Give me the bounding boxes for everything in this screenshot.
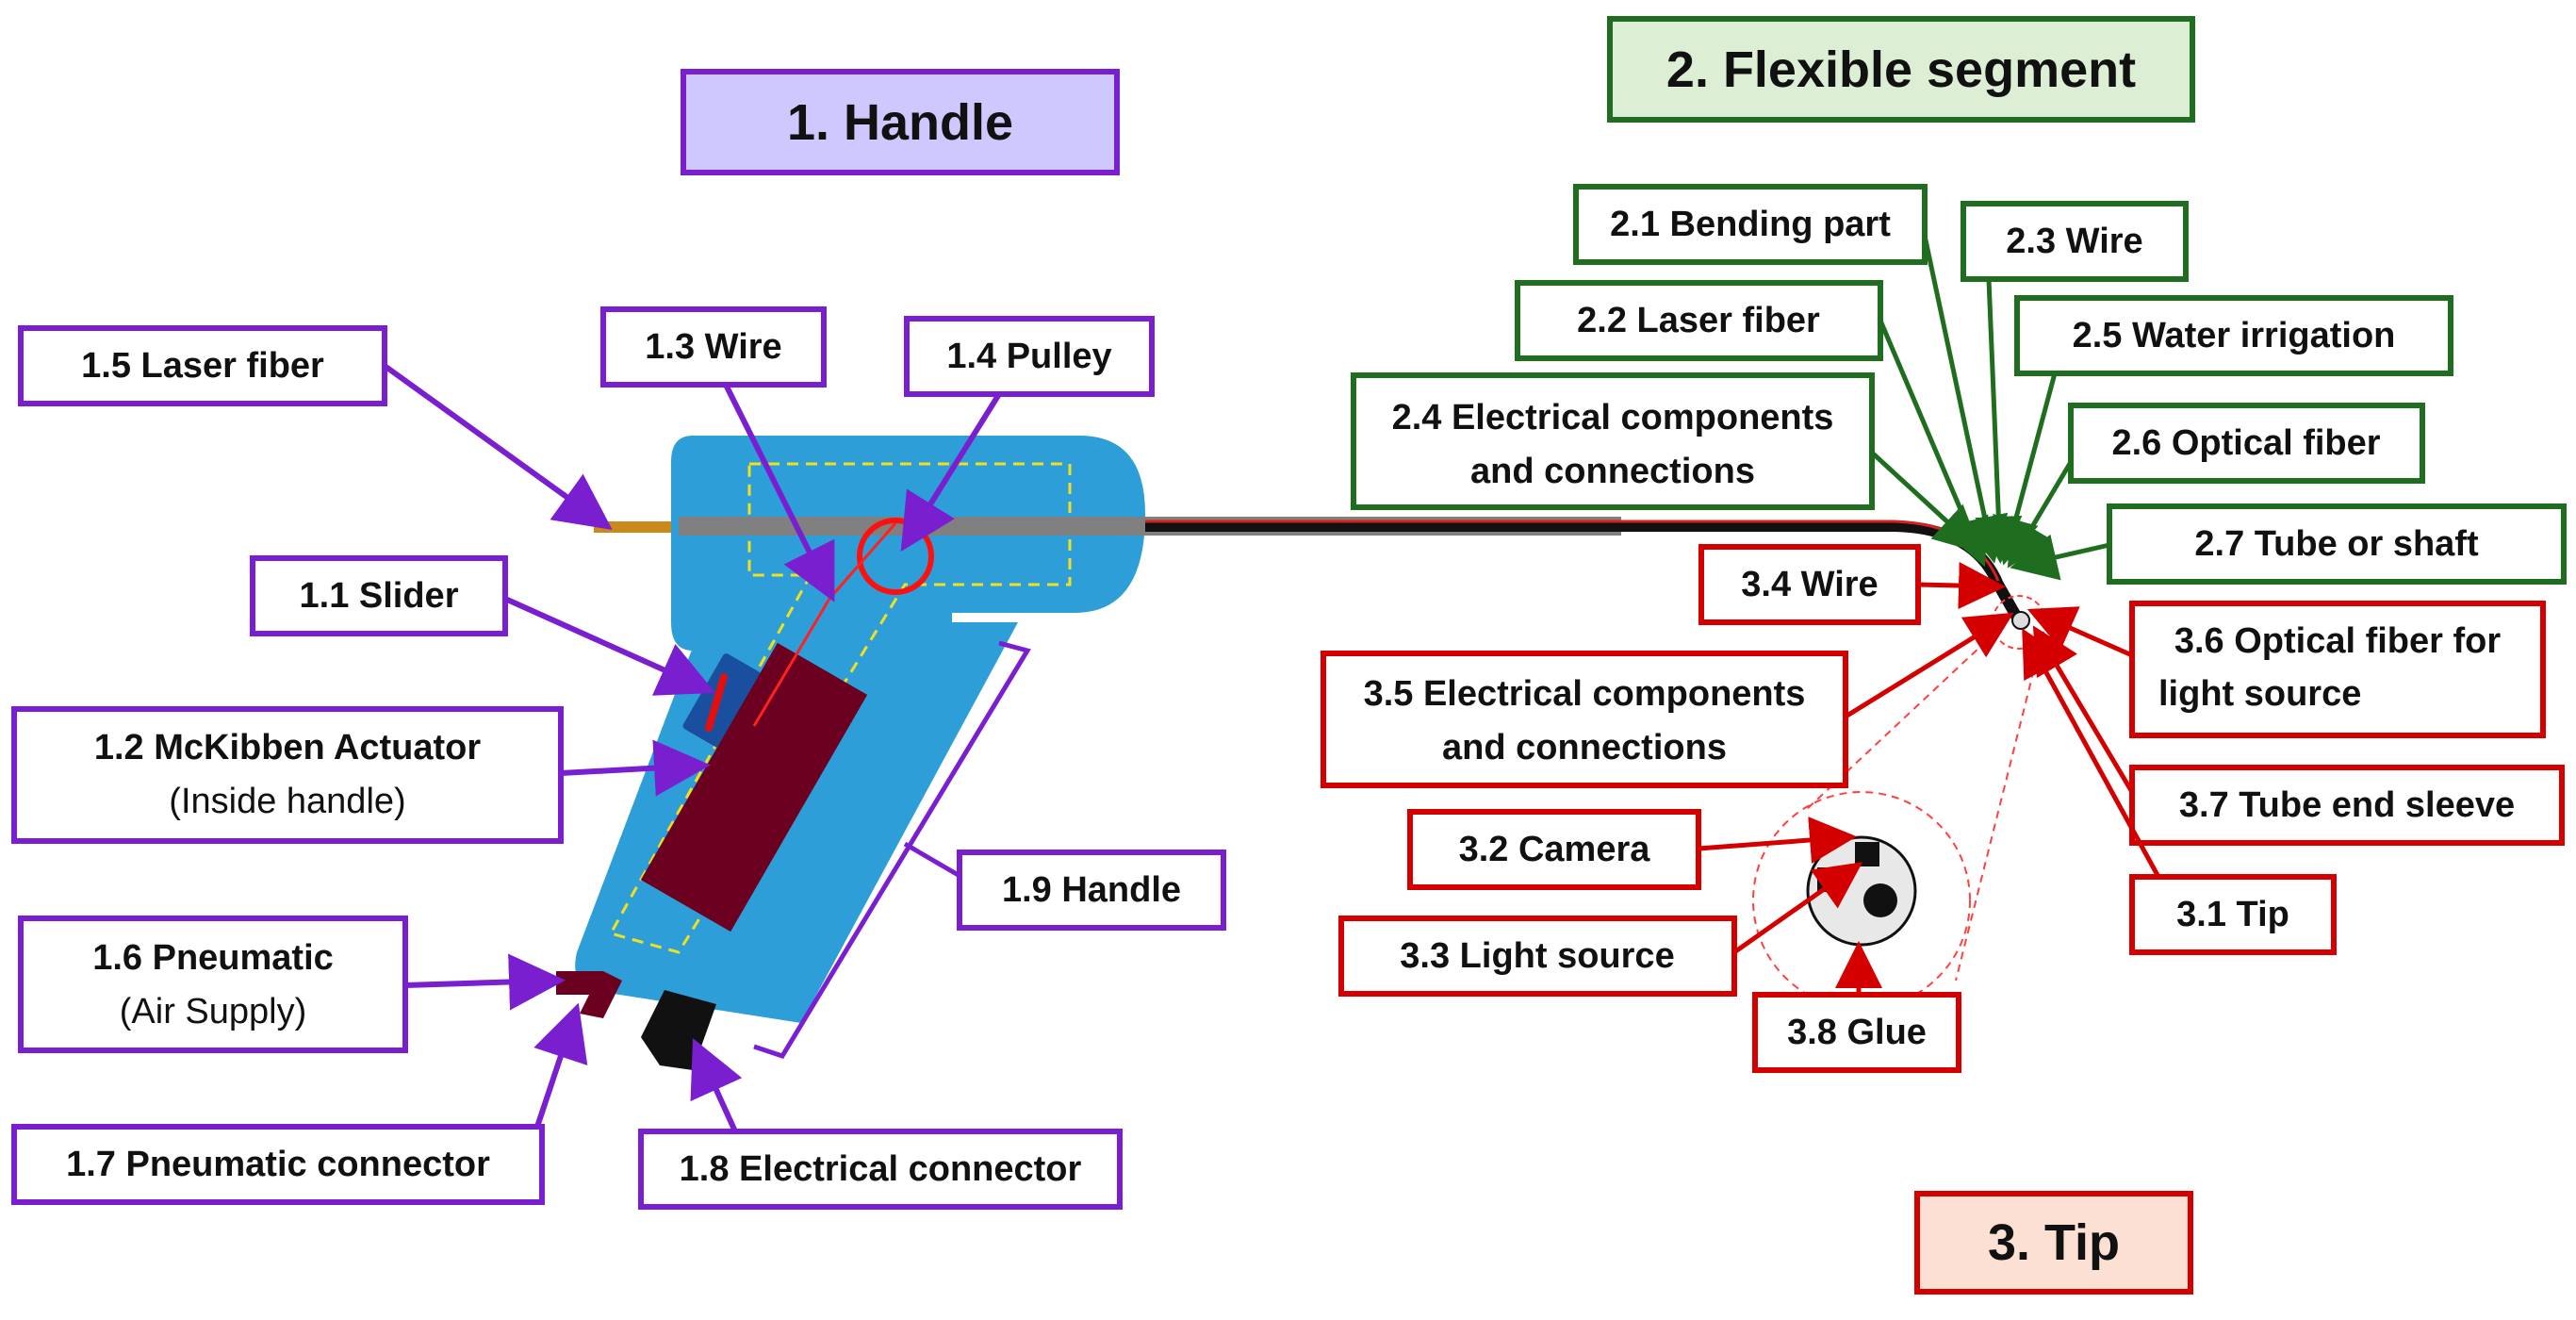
svg-text:2.3 Wire: 2.3 Wire [2006, 222, 2142, 261]
handle-barrel [671, 436, 1145, 651]
pulley [857, 518, 934, 595]
svg-text:3.4 Wire: 3.4 Wire [1741, 565, 1878, 604]
label-pneumatic: 1.6 Pneumatic (Air Supply) [18, 916, 408, 1053]
arrow-bending [1922, 235, 2009, 564]
svg-text:3.7 Tube end sleeve: 3.7 Tube end sleeve [2179, 785, 2515, 825]
light-source-dot [1863, 883, 1897, 917]
label-wire-2-3: 2.3 Wire [1961, 201, 2189, 282]
header-tip: 3. Tip [1914, 1191, 2193, 1295]
label-slider: 1.1 Slider [250, 555, 508, 636]
inner-dashed-outline [608, 462, 1072, 954]
svg-text:(Inside handle): (Inside handle) [169, 782, 405, 821]
label-electrical-connector: 1.8 Electrical connector [638, 1129, 1123, 1210]
svg-text:3.2 Camera: 3.2 Camera [1459, 830, 1651, 869]
arrow-pulley [900, 392, 1002, 553]
handle-wire [828, 522, 897, 600]
label-mckibben: 1.2 McKibben Actuator (Inside handle) [11, 706, 564, 844]
slider-body [682, 653, 762, 748]
label-camera: 3.2 Camera [1407, 809, 1701, 890]
svg-text:3.5 Electrical components: 3.5 Electrical components [1364, 674, 1806, 714]
label-bending-part: 2.1 Bending part [1573, 184, 1928, 265]
arrow-slider [503, 596, 715, 696]
camera-square-2 [1855, 842, 1879, 866]
label-optical-3-6: 3.6 Optical fiber for light source [2129, 601, 2546, 738]
svg-text:2.2 Laser fiber: 2.2 Laser fiber [1577, 301, 1820, 340]
label-handle-1-9: 1.9 Handle [957, 850, 1226, 931]
zoom-line-2 [1955, 631, 2044, 982]
svg-text:2.7 Tube or shaft: 2.7 Tube or shaft [2194, 524, 2479, 564]
arrow-sleeve [2032, 625, 2135, 794]
arrow-laser-fiber [383, 363, 613, 531]
svg-text:3.6 Optical fiber for: 3.6 Optical fiber for [2174, 621, 2502, 661]
slider-arrow [705, 673, 728, 732]
svg-text:light source: light source [2158, 674, 2361, 714]
svg-text:2.6 Optical fiber: 2.6 Optical fiber [2111, 423, 2380, 463]
label-sleeve: 3.7 Tube end sleeve [2129, 765, 2565, 846]
laser-fiber-stub [594, 521, 679, 533]
arrow-tube [2010, 534, 2110, 581]
header-flexible: 2. Flexible segment [1607, 16, 2195, 123]
svg-text:1.2 McKibben Actuator: 1.2 McKibben Actuator [94, 728, 482, 767]
label-wire-1-3: 1.3 Wire [600, 306, 827, 388]
mckibben-actuator [640, 642, 868, 932]
svg-text:1.5 Laser fiber: 1.5 Laser fiber [81, 346, 324, 386]
handle-device [556, 436, 1621, 1070]
svg-text:and connections: and connections [1442, 728, 1727, 767]
bracket-tick [903, 841, 963, 880]
label-water-irrigation: 2.5 Water irrigation [2014, 295, 2453, 376]
label-laser-fiber: 1.5 Laser fiber [18, 325, 387, 406]
svg-text:1.6 Pneumatic: 1.6 Pneumatic [92, 938, 334, 978]
arrow-light-source [1732, 862, 1863, 955]
svg-text:3.1 Tip: 3.1 Tip [2176, 895, 2289, 934]
label-elec-3-5: 3.5 Electrical components and connection… [1321, 651, 1848, 788]
svg-text:2.4 Electrical components: 2.4 Electrical components [1392, 398, 1834, 437]
header-tip-text: 3. Tip [1988, 1214, 2120, 1271]
header-flexible-text: 2. Flexible segment [1666, 41, 2136, 98]
arrow-optical [2007, 460, 2074, 569]
label-tube-shaft: 2.7 Tube or shaft [2107, 503, 2567, 585]
arrow-pneumatic [404, 953, 566, 1011]
label-wire-3-4: 3.4 Wire [1698, 544, 1921, 625]
label-glue: 3.8 Glue [1752, 992, 1961, 1073]
svg-text:1.7 Pneumatic connector: 1.7 Pneumatic connector [66, 1145, 490, 1184]
svg-text:2.5 Water irrigation: 2.5 Water irrigation [2073, 316, 2396, 355]
label-laser-fiber-2-2: 2.2 Laser fiber [1515, 280, 1883, 361]
label-pneumatic-connector: 1.7 Pneumatic connector [11, 1124, 545, 1205]
arrow-elec-2-4 [1870, 451, 1982, 553]
arrow-pneumatic-connector [533, 1002, 588, 1128]
handle-wire-2 [752, 598, 831, 727]
arrow-tip [2022, 628, 2161, 879]
svg-text:1.3 Wire: 1.3 Wire [645, 327, 781, 367]
label-tip: 3.1 Tip [2129, 874, 2337, 955]
arrow-mckibben [560, 739, 711, 797]
electrical-connector-shape [641, 990, 716, 1070]
header-handle: 1. Handle [681, 69, 1120, 175]
svg-text:1.1 Slider: 1.1 Slider [300, 576, 459, 616]
svg-text:1.8 Electrical connector: 1.8 Electrical connector [680, 1149, 1082, 1189]
label-elec-2-4: 2.4 Electrical components and connection… [1351, 372, 1875, 510]
arrow-optical-3-6 [2026, 606, 2134, 658]
arrow-camera [1698, 817, 1857, 864]
header-handle-text: 1. Handle [787, 94, 1013, 151]
svg-text:1.9 Handle: 1.9 Handle [1002, 870, 1181, 910]
pneumatic-connector-shape [556, 971, 622, 1018]
tip-zoom-circle [1752, 791, 1971, 1010]
arrow-wire-2-3 [1975, 278, 2023, 564]
svg-text:(Air Supply): (Air Supply) [120, 992, 307, 1031]
label-optical-fiber: 2.6 Optical fiber [2068, 403, 2425, 484]
arrow-electrical-connector [690, 1038, 743, 1133]
label-pulley: 1.4 Pulley [904, 316, 1155, 397]
tip-small-face [2011, 611, 2030, 630]
label-light-source: 3.3 Light source [1338, 916, 1737, 997]
svg-text:1.4 Pulley: 1.4 Pulley [946, 337, 1111, 376]
svg-text:3.8 Glue: 3.8 Glue [1787, 1013, 1927, 1052]
arrow-wire-3-4 [1917, 562, 2006, 610]
handle-bracket [753, 640, 1031, 1060]
arrow-elec-3-5 [1844, 612, 2014, 719]
svg-text:3.3 Light source: 3.3 Light source [1400, 936, 1674, 976]
arrow-wire-1-3 [723, 383, 835, 602]
svg-text:2.1 Bending part: 2.1 Bending part [1610, 205, 1891, 244]
svg-text:and connections: and connections [1470, 452, 1755, 491]
